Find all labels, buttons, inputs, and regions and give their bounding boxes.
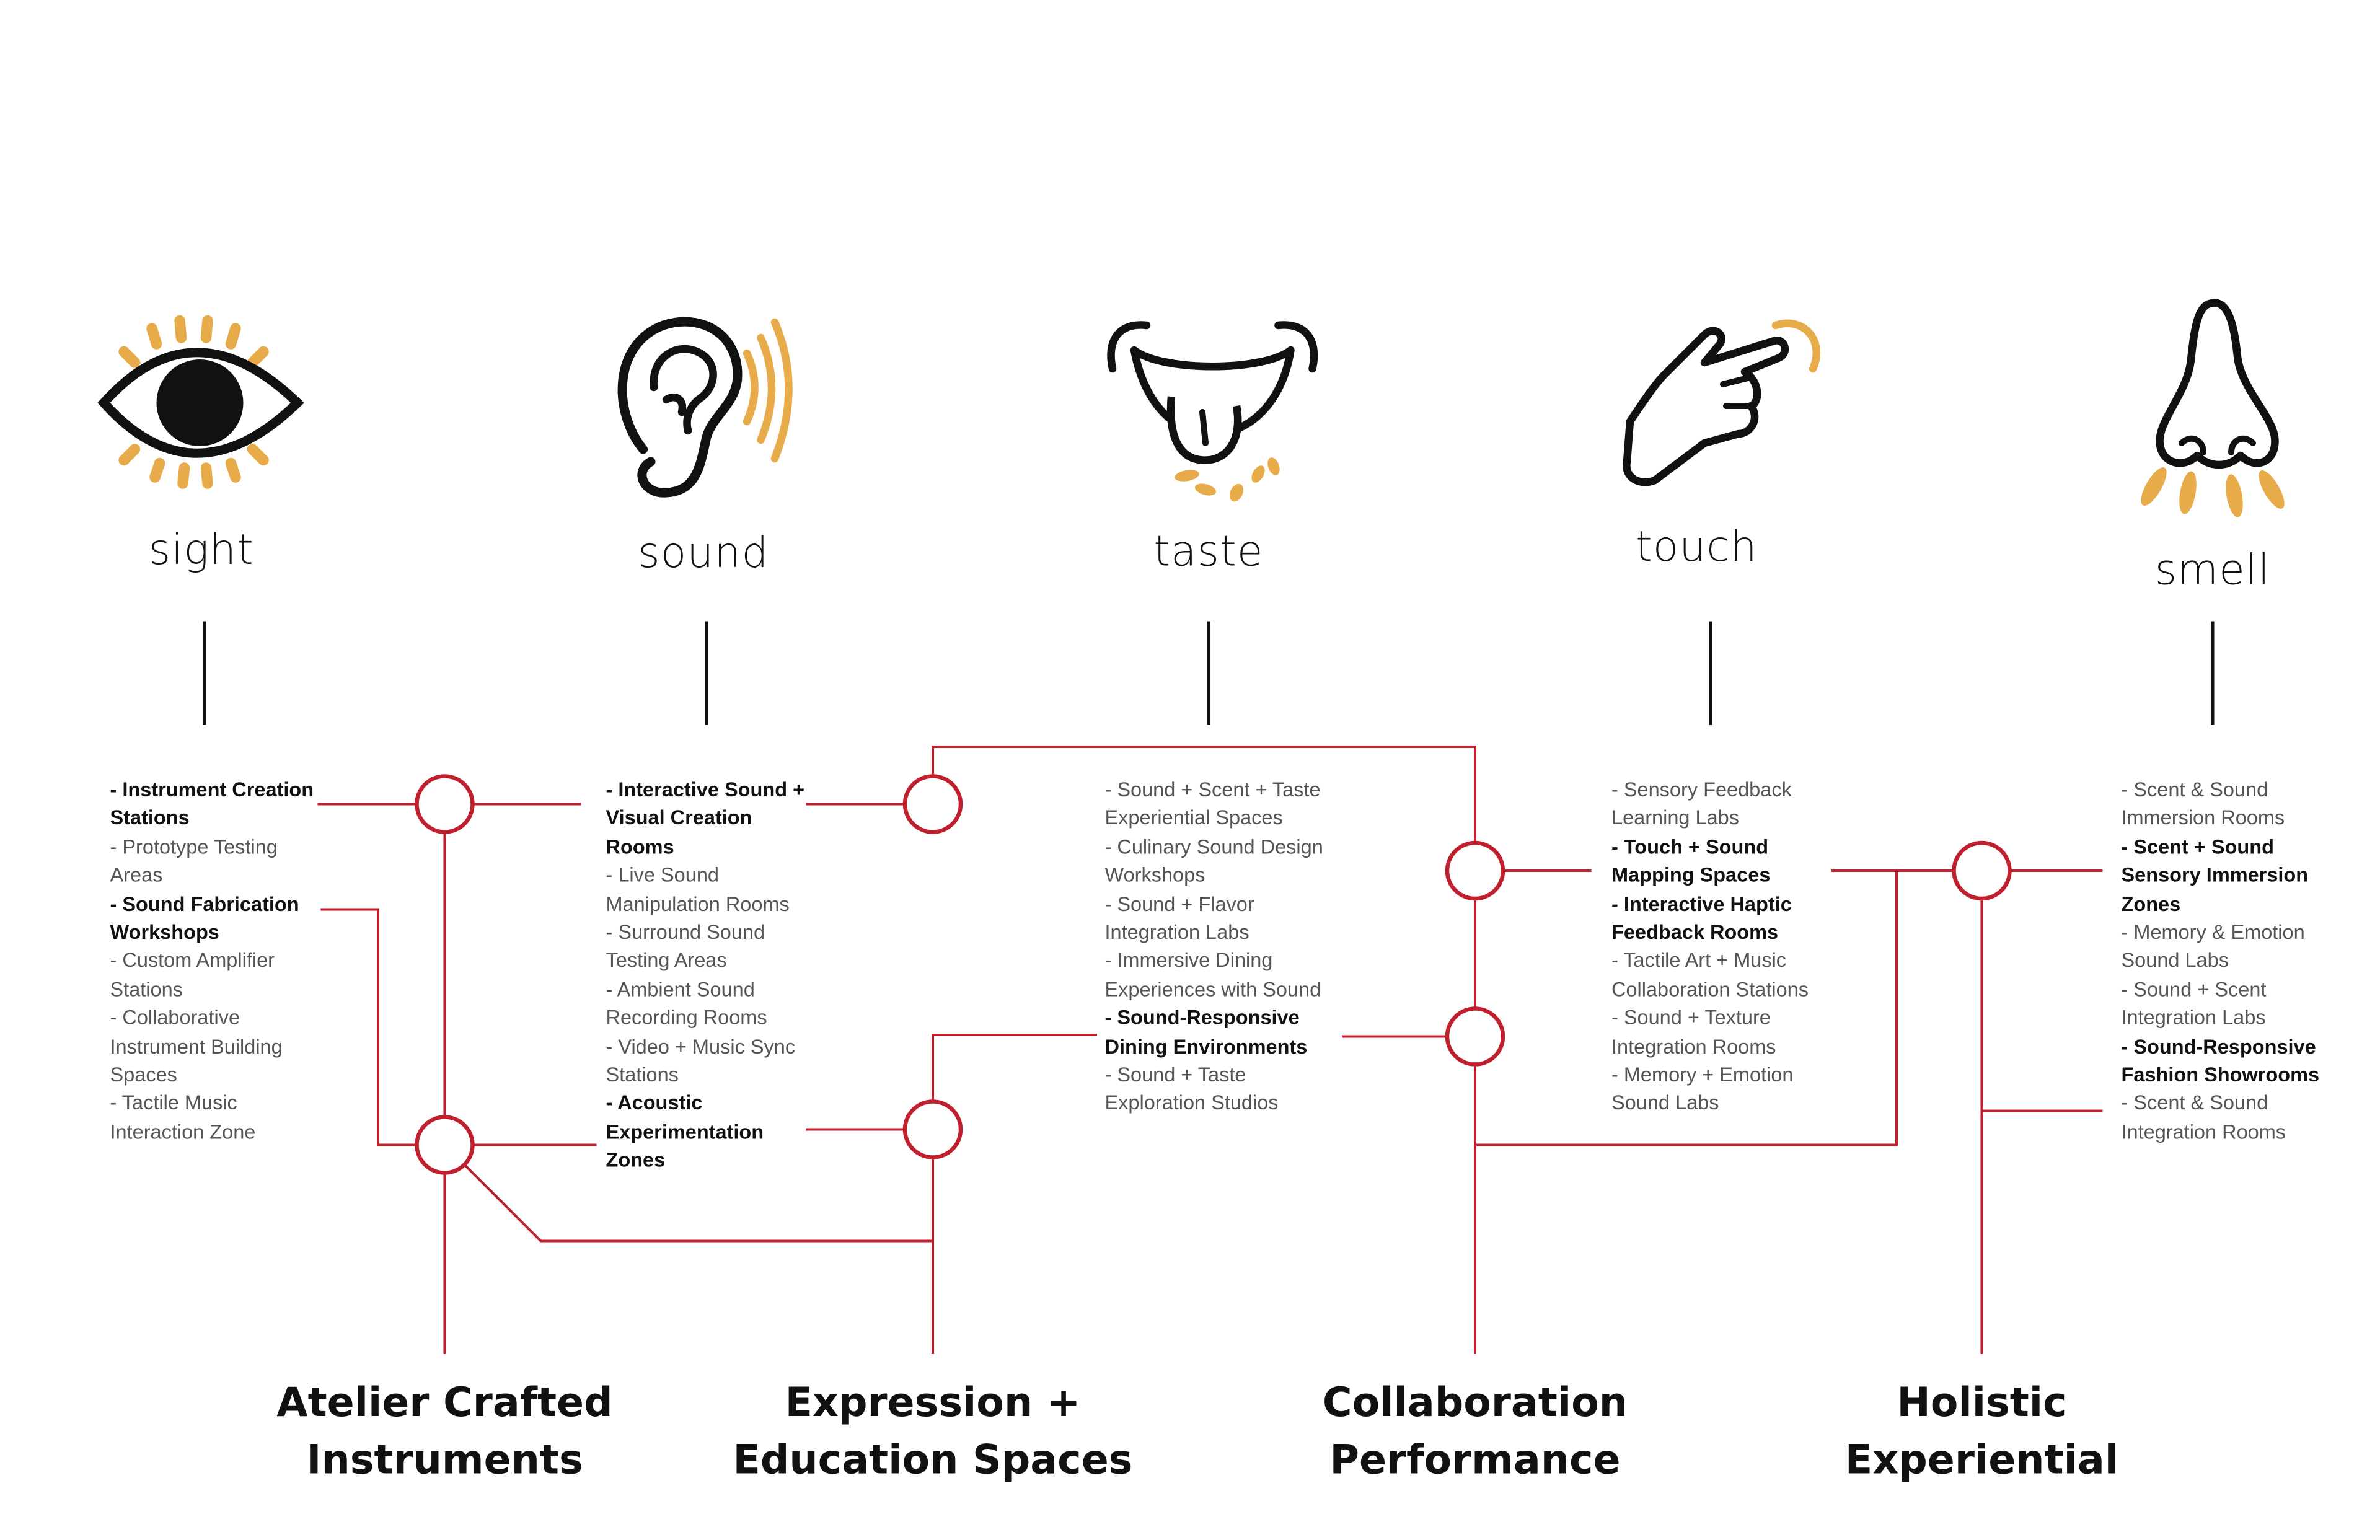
category-atelier-crafted-instruments: Atelier Crafted Instruments xyxy=(228,1376,662,1490)
link-atelier-to-expression xyxy=(464,1164,933,1243)
list-item: - Sound + Taste Exploration Studios xyxy=(1104,1063,1279,1115)
eye-icon xyxy=(97,315,304,489)
link-top-bridge xyxy=(932,746,1476,843)
list-item: - Sound Fabrication Workshops xyxy=(110,892,299,944)
list-item: - Culinary Sound Design Workshops xyxy=(1104,835,1323,887)
category-holistic-experiential: Holistic Experiential xyxy=(1765,1376,2199,1490)
list-item: - Surround Sound Testing Areas xyxy=(606,920,765,972)
list-item: - Video + Music Sync Stations xyxy=(606,1034,796,1086)
list-item: - Scent & Sound Immersion Rooms xyxy=(2121,778,2285,830)
tongue-icon xyxy=(1107,321,1318,502)
touch-program-list: - Sensory Feedback Learning Labs - Touch… xyxy=(1611,777,1831,1119)
node-collab-bottom xyxy=(1445,1006,1505,1067)
list-item: - Ambient Sound Recording Rooms xyxy=(606,977,767,1029)
smell-program-list: - Scent & Sound Immersion Rooms - Scent … xyxy=(2122,777,2338,1147)
list-item: - Interactive Haptic Feedback Rooms xyxy=(1611,892,1792,944)
hand-icon xyxy=(1623,319,1820,486)
taste-program-list: - Sound + Scent + Taste Experiential Spa… xyxy=(1105,777,1338,1119)
list-item: - Interactive Sound + Visual Creation Ro… xyxy=(606,778,805,858)
category-line: Expression + xyxy=(785,1380,1081,1427)
ear-icon xyxy=(617,317,793,498)
list-item: - Touch + Sound Mapping Spaces xyxy=(1611,835,1771,887)
link-sound-responsive-dining xyxy=(932,1034,1097,1102)
sense-label-smell: smell xyxy=(2154,547,2271,596)
list-item: - Memory + Emotion Sound Labs xyxy=(1611,1063,1794,1115)
list-item: - Collaborative Instrument Building Spac… xyxy=(110,1006,283,1086)
list-item: - Sound + Scent Integration Labs xyxy=(2121,977,2267,1029)
list-item: - Acoustic Experimentation Zones xyxy=(606,1091,764,1172)
category-line: Holistic xyxy=(1897,1380,2067,1427)
list-item: - Sound + Scent + Taste Experiential Spa… xyxy=(1104,778,1321,830)
category-line: Collaboration xyxy=(1322,1380,1628,1427)
nose-icon xyxy=(2141,299,2285,517)
sight-program-list: - Instrument Creation Stations - Prototy… xyxy=(110,777,327,1147)
list-item: - Custom Amplifier Stations xyxy=(110,949,275,1001)
category-line: Performance xyxy=(1329,1438,1621,1484)
node-expression-bottom xyxy=(902,1099,963,1159)
category-collaboration-performance: Collaboration Performance xyxy=(1258,1376,1692,1490)
sense-label-sight: sight xyxy=(149,527,254,575)
list-item: - Tactile Music Interaction Zone xyxy=(110,1091,256,1143)
list-item: - Sound + Flavor Integration Labs xyxy=(1104,892,1254,944)
node-atelier-bottom xyxy=(415,1115,475,1175)
list-item: - Scent & Sound Integration Rooms xyxy=(2121,1091,2286,1143)
category-line: Atelier Crafted xyxy=(276,1380,613,1427)
sense-label-touch: touch xyxy=(1636,524,1758,572)
list-item: - Sound-Responsive Dining Environments xyxy=(1104,1006,1308,1058)
category-line: Education Spaces xyxy=(733,1438,1133,1484)
list-item: - Tactile Art + Music Collaboration Stat… xyxy=(1611,949,1809,1001)
list-item: - Instrument Creation Stations xyxy=(110,778,314,830)
link-collab-to-holistic xyxy=(1475,869,1898,1146)
node-holistic xyxy=(1952,840,2012,901)
link-sound-fabrication xyxy=(320,908,417,1146)
list-item: - Sensory Feedback Learning Labs xyxy=(1611,778,1792,830)
node-atelier-top xyxy=(415,774,475,834)
node-collab-top xyxy=(1445,840,1505,901)
category-expression-education-spaces: Expression + Education Spaces xyxy=(716,1376,1150,1490)
list-item: - Sound + Texture Integration Rooms xyxy=(1611,1006,1776,1058)
category-line: Instruments xyxy=(306,1438,583,1484)
sense-label-taste: taste xyxy=(1153,528,1264,577)
category-line: Experiential xyxy=(1844,1438,2119,1484)
node-expression-top xyxy=(902,774,963,834)
list-item: - Sound-Responsive Fashion Showrooms xyxy=(2121,1034,2320,1086)
sound-program-list: - Interactive Sound + Visual Creation Ro… xyxy=(606,777,814,1176)
list-item: - Immersive Dining Experiences with Soun… xyxy=(1104,949,1321,1001)
sense-label-sound: sound xyxy=(638,530,769,578)
list-item: - Memory & Emotion Sound Labs xyxy=(2121,920,2305,972)
list-item: - Scent + Sound Sensory Immersion Zones xyxy=(2121,835,2309,915)
list-item: - Live Sound Manipulation Rooms xyxy=(606,863,790,915)
list-item: - Prototype Testing Areas xyxy=(110,835,278,887)
